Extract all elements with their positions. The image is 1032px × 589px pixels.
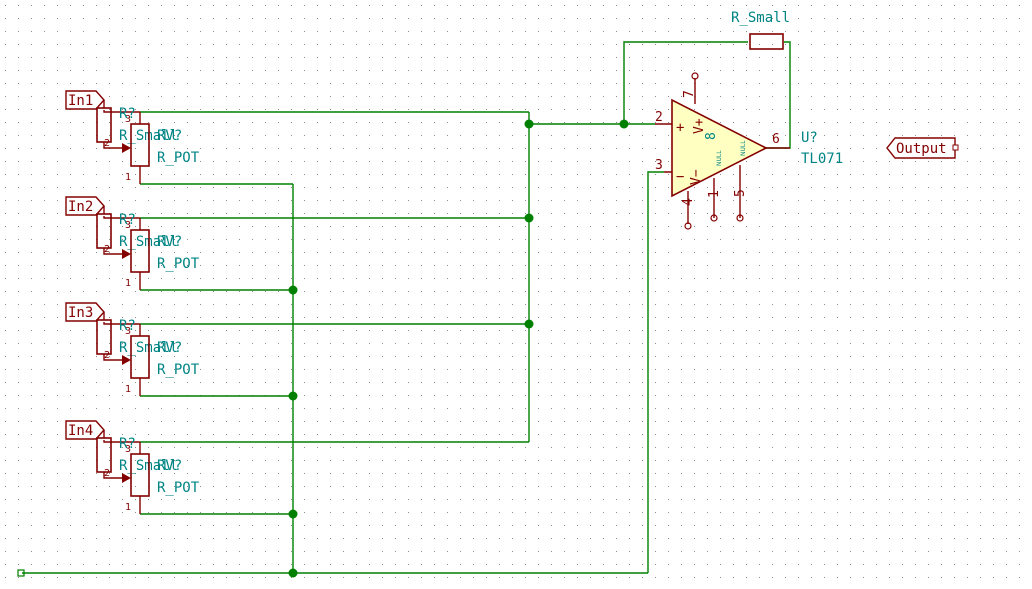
opamp-pin-7: 7 [682,90,697,98]
resistor-pin-2: 2 [104,350,110,361]
potentiometer[interactable]: 3 1 RV? R_POT [122,442,200,514]
pot-pin-3: 3 [125,114,131,125]
pot-reference: RV? [157,234,182,250]
input-label-4[interactable]: In4 [65,420,105,440]
input-label-text: In1 [68,93,93,109]
junction [288,568,298,578]
potentiometer[interactable]: 3 1 RV? R_POT [122,112,200,184]
resistor-pin-2: 2 [104,138,110,149]
output-label[interactable]: Output [886,137,959,159]
opamp-pin-2: 2 [655,110,663,125]
pot-value: R_POT [157,256,200,272]
resistor-reference: R? [119,106,136,122]
pot-pin-1: 1 [125,278,131,289]
junction [524,119,534,129]
opamp-triangle [671,98,768,198]
opamp-vminus-label: V− [689,169,704,185]
pot-value: R_POT [157,480,200,496]
opamp-pin-6: 6 [772,132,780,147]
junction [288,509,298,519]
junction [288,285,298,295]
feedback-resistor-value: R_Small [731,10,790,26]
opamp-vplus-label: V+ [692,118,707,134]
opamp-pin-1: 1 [707,190,722,198]
pot-pin-1: 1 [125,502,131,513]
input-label-1[interactable]: In1 [65,90,105,110]
opamp-value: TL071 [801,151,843,167]
opamp-tl071[interactable]: + − V+ V− 8 NULL NULL 2 3 6 7 4 1 5 U? T… [655,72,843,230]
opamp-pin-3: 3 [655,158,663,173]
junctions [17,119,629,578]
pot-value: R_POT [157,362,200,378]
opamp-pin8-label: 8 [704,132,719,140]
junction [524,319,534,329]
wires [22,41,791,574]
pot-pin-1: 1 [125,384,131,395]
feedback-resistor[interactable]: R_Small [731,10,790,50]
resistor-reference: R? [119,212,136,228]
input-label-3[interactable]: In3 [65,302,105,322]
input-label-text: In2 [68,199,93,215]
junction [524,213,534,223]
pot-reference: RV? [157,340,182,356]
input-channels: In1R?R_Small231RV?R_POTIn2R?R_Small231RV… [65,90,200,514]
opamp-plus-sign: + [676,120,684,136]
junction [619,119,629,129]
input-label-text: In4 [68,423,93,439]
pot-pin-3: 3 [125,326,131,337]
pot-reference: RV? [157,128,182,144]
pot-reference: RV? [157,458,182,474]
resistor-pin-2: 2 [104,468,110,479]
output-label-text: Output [896,141,947,157]
opamp-pin-5: 5 [733,189,748,197]
potentiometer[interactable]: 3 1 RV? R_POT [122,218,200,290]
resistor-reference: R? [119,318,136,334]
pot-pin-1: 1 [125,172,131,183]
junction [288,391,298,401]
opamp-pin-4: 4 [681,198,696,206]
pot-pin-3: 3 [125,220,131,231]
pot-pin-3: 3 [125,444,131,455]
resistor-pin-2: 2 [104,244,110,255]
opamp-null2-label: NULL [740,140,747,156]
wire-end-marker [17,569,25,577]
potentiometer[interactable]: 3 1 RV? R_POT [122,324,200,396]
opamp-null1-label: NULL [716,150,723,166]
grid [5,5,1020,578]
opamp-reference: U? [801,130,818,146]
pot-value: R_POT [157,150,200,166]
opamp-minus-sign: − [676,169,684,185]
input-label-2[interactable]: In2 [65,196,105,216]
resistor-reference: R? [119,436,136,452]
input-label-text: In3 [68,305,93,321]
